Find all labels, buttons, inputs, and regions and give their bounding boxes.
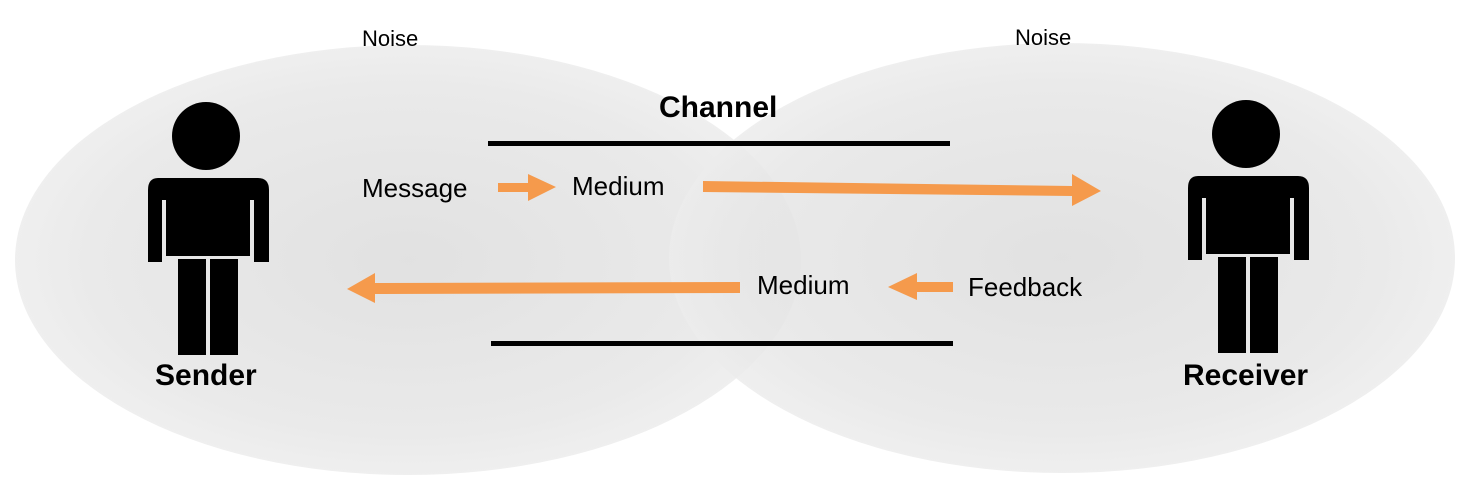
channel-label: Channel (659, 91, 778, 124)
sender-label: Sender (155, 359, 257, 392)
receiver-label: Receiver (1183, 359, 1309, 392)
channel-bottom-line (491, 341, 953, 346)
noise-right-label: Noise (1015, 25, 1072, 50)
arrow-medium-to-sender-icon (347, 273, 740, 303)
arrow-feedback-to-medium-icon (888, 273, 953, 300)
feedback-label: Feedback (968, 272, 1083, 302)
medium-forward-label: Medium (572, 171, 665, 201)
noise-left-label: Noise (362, 26, 419, 51)
arrow-message-to-medium-icon (498, 174, 556, 201)
arrow-medium-to-receiver-icon (703, 174, 1101, 206)
receiver-noise-area (669, 43, 1455, 473)
receiver-person-icon (1188, 100, 1309, 353)
channel-top-line (488, 141, 950, 146)
sender-person-icon (148, 102, 269, 355)
medium-return-label: Medium (757, 270, 850, 300)
message-label: Message (362, 173, 468, 203)
